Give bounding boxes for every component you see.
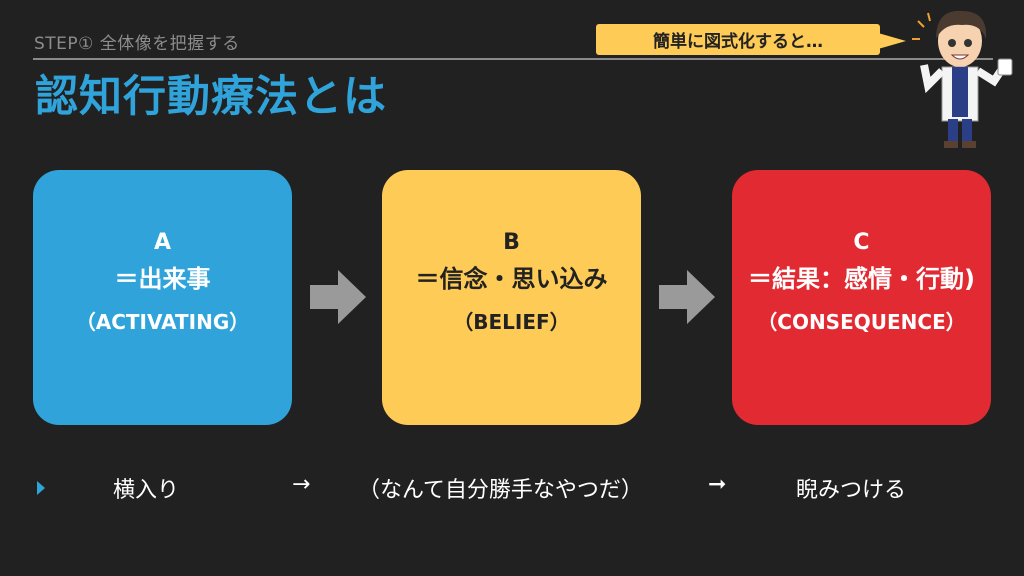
arrow-right-icon (310, 270, 366, 324)
box-activating: A ＝出来事 （ACTIVATING） (33, 170, 292, 425)
example-activating: 横入り (113, 478, 180, 503)
divider (33, 58, 993, 60)
box-sub-text: （CONSEQUENCE） (757, 310, 966, 334)
box-main-text: ＝結果：感情・行動) (748, 265, 975, 293)
example-belief: （なんて自分勝手なやつだ） (358, 478, 643, 503)
example-consequence: 睨みつける (796, 478, 907, 503)
box-belief: B ＝信念・思い込み （BELIEF） (382, 170, 641, 425)
step-label: STEP① 全体像を把握する (34, 34, 240, 54)
box-sub-text: （BELIEF） (453, 310, 570, 334)
arrow-right-icon (659, 270, 715, 324)
bullet-icon (37, 481, 45, 495)
page-title: 認知行動療法とは (35, 72, 387, 122)
callout-bubble: 簡単に図式化すると… (596, 24, 906, 55)
callout-text: 簡単に図式化すると… (653, 32, 823, 52)
box-letter: A (153, 230, 172, 255)
example-arrow-1: → (292, 472, 311, 497)
box-sub-text: （ACTIVATING） (75, 310, 250, 334)
example-arrow-2: ➞ (708, 472, 727, 497)
box-main-text: ＝信念・思い込み (415, 265, 608, 293)
box-consequence: C ＝結果：感情・行動) （CONSEQUENCE） (732, 170, 991, 425)
doctor-character-illustration (912, 10, 1013, 148)
box-main-text: ＝出来事 (114, 265, 211, 293)
box-letter: B (503, 230, 520, 255)
box-letter: C (853, 230, 870, 255)
